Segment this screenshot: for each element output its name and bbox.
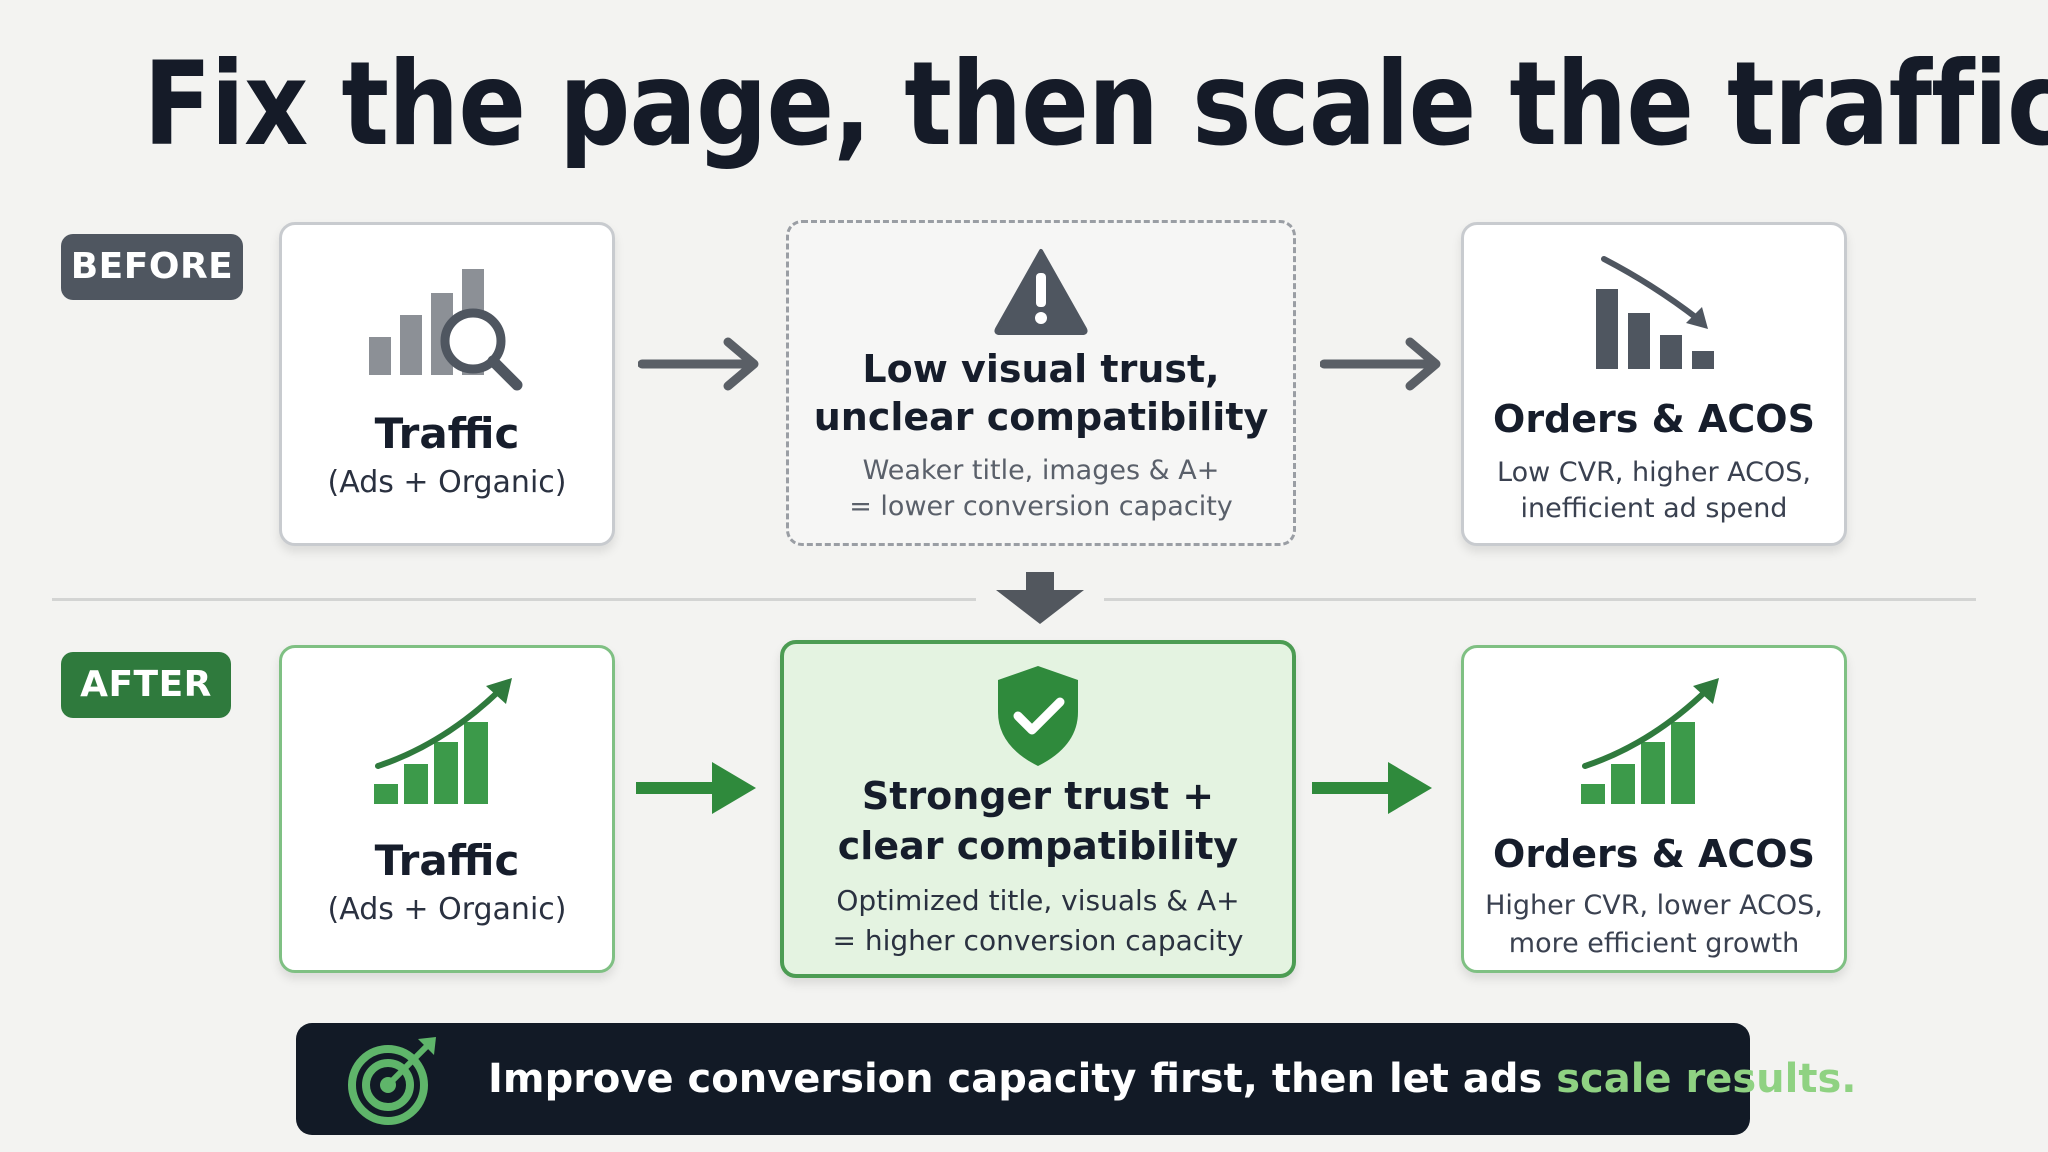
before-orders-desc-line2: inefficient ad spend [1520,493,1788,524]
after-middle-desc-line1: Optimized title, visuals & A+ [836,884,1240,917]
before-traffic-title: Traffic [374,409,520,458]
summary-banner: Improve conversion capacity first, then … [296,1023,1856,1135]
after-arrow-2 [1312,762,1432,814]
before-middle-title-line2: unclear compatibility [813,395,1269,439]
after-traffic-subtitle: (Ads + Organic) [327,892,567,927]
before-arrow-2 [1320,337,1441,391]
warning-triangle-icon [994,249,1088,335]
before-arrow-1 [638,337,759,391]
after-orders-desc-line1: Higher CVR, lower ACOS, [1485,890,1823,921]
shield-check-icon [998,666,1078,766]
after-orders-desc-line2: more efficient growth [1508,928,1800,959]
banner-text: Improve conversion capacity first, then … [488,1023,1856,1135]
after-orders-title: Orders & ACOS [1493,832,1815,876]
banner-text-main: Improve conversion capacity first, then … [488,1056,1557,1102]
section-divider-left [52,598,976,601]
before-orders-desc-line1: Low CVR, higher ACOS, [1497,457,1811,488]
after-middle-title-line2: clear compatibility [837,824,1239,868]
banner-text-accent: scale results. [1556,1056,1857,1102]
after-arrow-1 [636,762,756,814]
page-title: Fix the page, then scale the traffic [143,37,2048,172]
declining-bar-chart-icon [1596,256,1714,369]
before-orders-card: Orders & ACOS Low CVR, higher ACOS, inef… [1461,222,1847,546]
down-arrow [996,572,1084,624]
before-middle-desc-line2: = lower conversion capacity [849,491,1233,522]
after-traffic-title: Traffic [374,836,520,885]
target-arrow-icon [348,1037,436,1125]
after-middle-title-line1: Stronger trust + [861,774,1215,818]
before-traffic-card: Traffic (Ads + Organic) [279,222,615,546]
before-middle-title-line1: Low visual trust, [862,347,1220,391]
before-traffic-subtitle: (Ads + Organic) [327,465,567,500]
before-middle-card: Low visual trust, unclear compatibility … [786,220,1296,546]
before-middle-desc-line1: Weaker title, images & A+ [862,455,1220,486]
after-traffic-card: Traffic (Ads + Organic) [279,645,615,973]
section-divider-right [1104,598,1976,601]
bar-chart-search-icon [369,269,523,391]
after-badge: AFTER [61,652,231,718]
after-orders-card: Orders & ACOS Higher CVR, lower ACOS, mo… [1461,645,1847,973]
before-badge: BEFORE [61,234,243,300]
after-middle-card: Stronger trust + clear compatibility Opt… [780,640,1296,978]
growth-bar-chart-icon [1581,678,1719,804]
growth-bar-chart-icon [374,678,512,804]
after-middle-desc-line2: = higher conversion capacity [832,924,1244,957]
before-orders-title: Orders & ACOS [1493,397,1815,441]
